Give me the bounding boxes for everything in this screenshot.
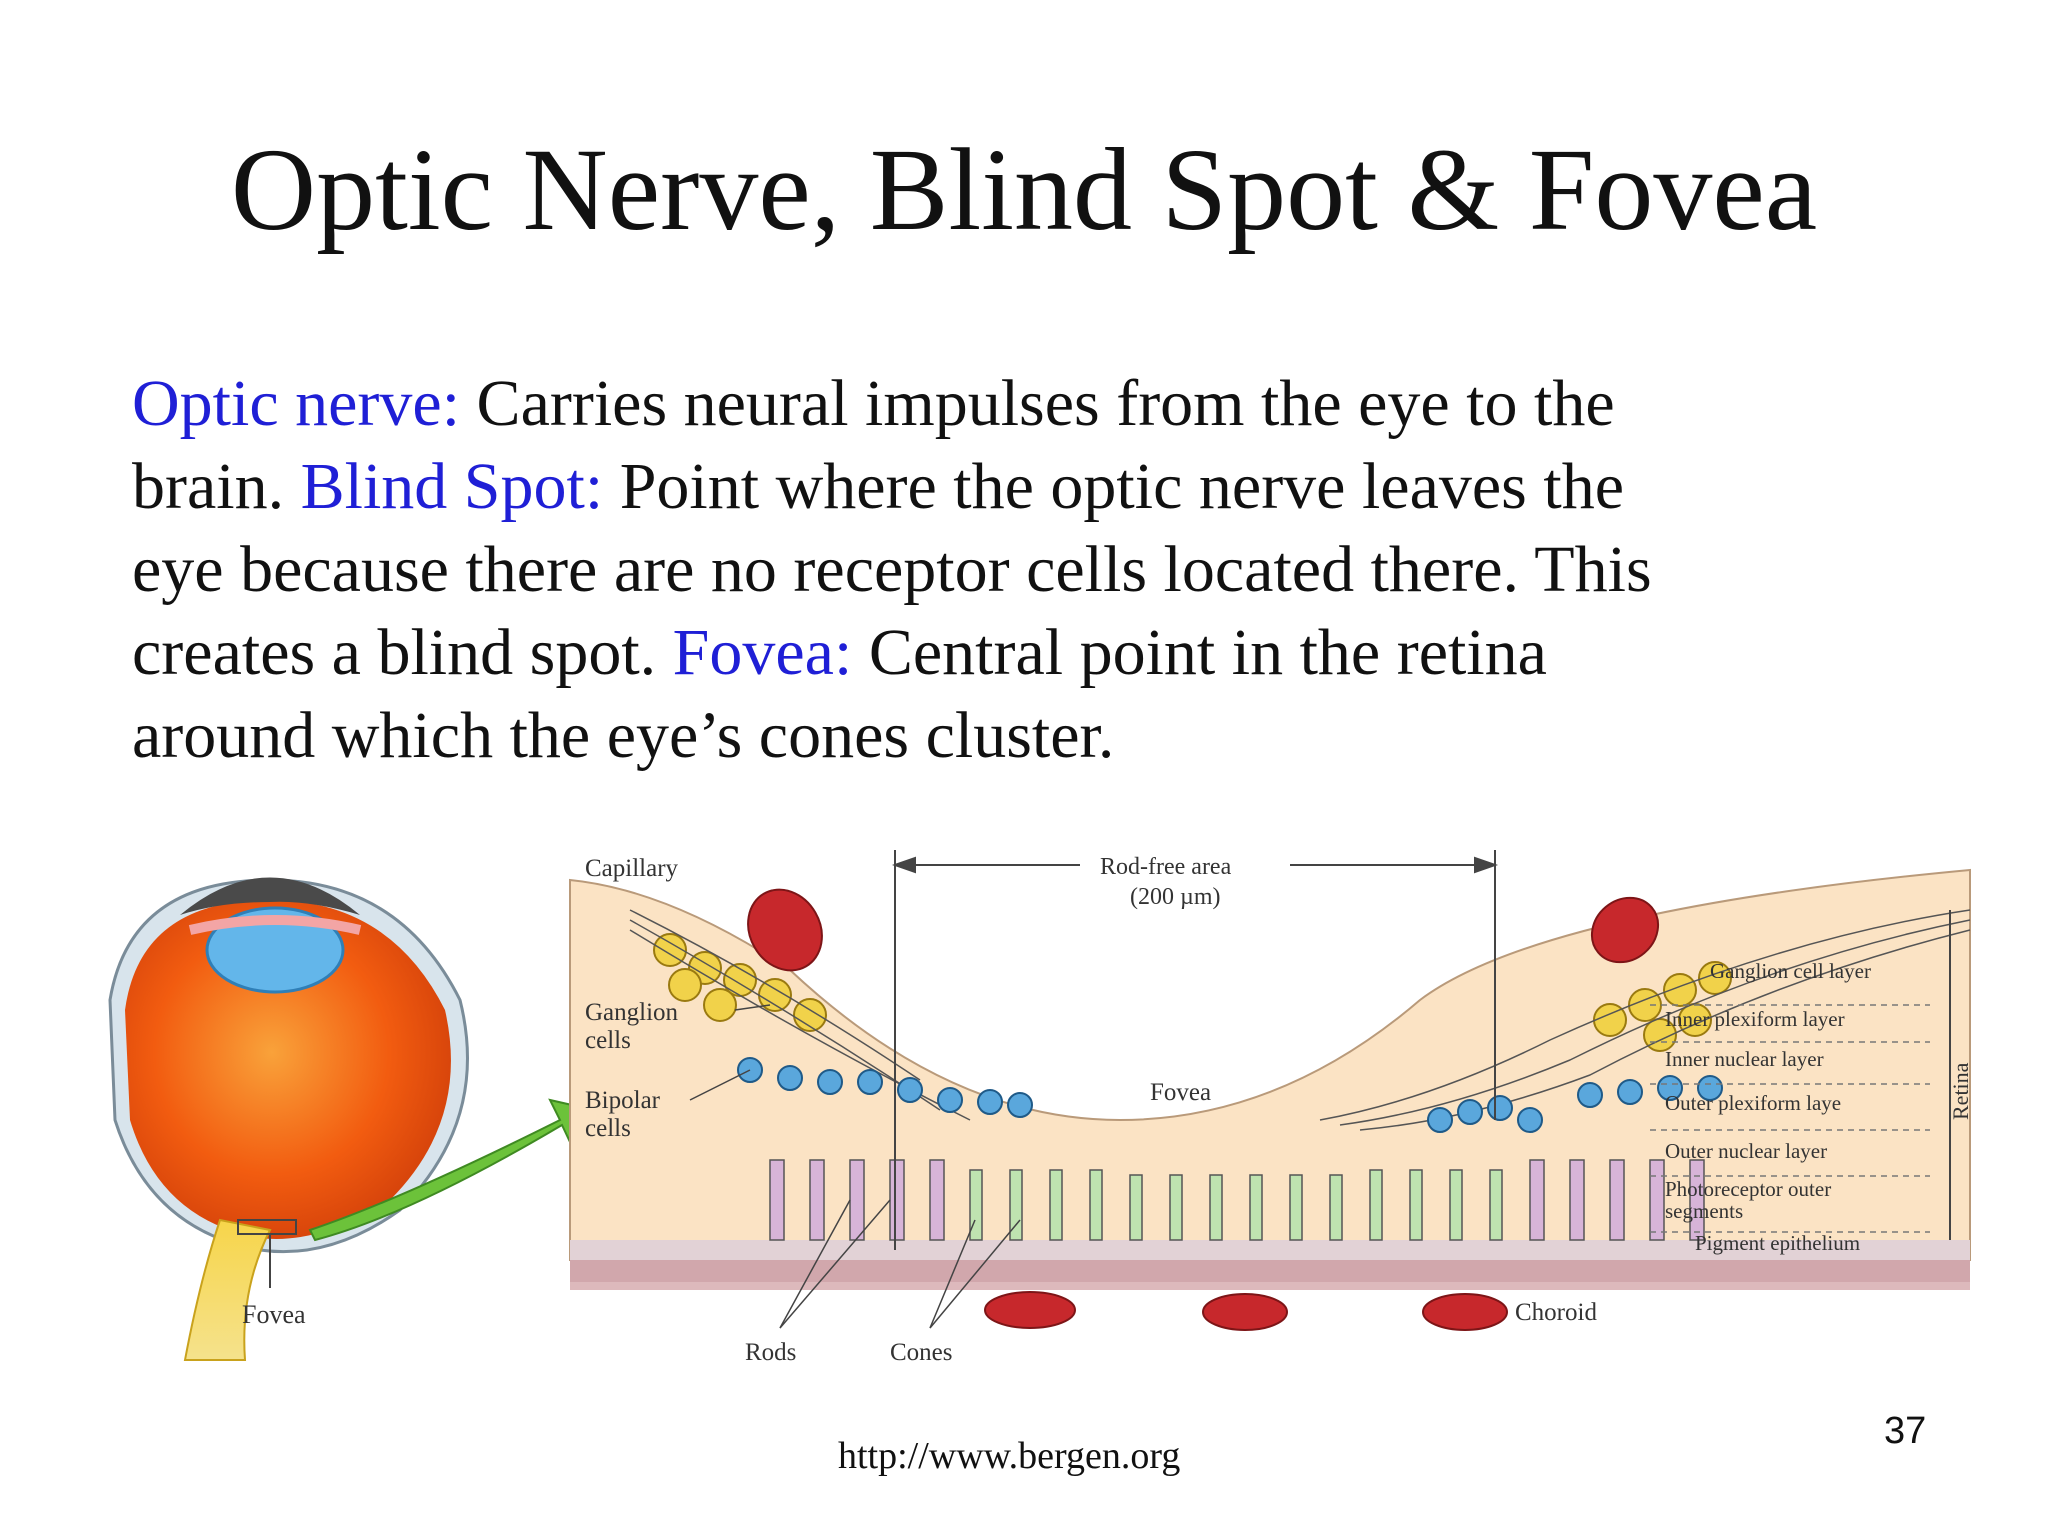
cone: [1489, 1169, 1503, 1241]
rod: [1609, 1159, 1625, 1241]
rod: [1569, 1159, 1585, 1241]
layer-label-5: Outer nuclear layer: [1665, 1139, 1827, 1163]
retina-diagram: Fovea: [70, 820, 1980, 1380]
layer-label-2: Inner plexiform layer: [1665, 1007, 1845, 1031]
cone: [1209, 1174, 1223, 1241]
term-optic-nerve: Optic nerve:: [132, 367, 461, 440]
cone: [1089, 1169, 1103, 1241]
ganglion-cells: [653, 933, 1732, 1052]
cone: [969, 1169, 983, 1241]
term-blind-spot: Blind Spot:: [300, 450, 604, 523]
capillary-5: [1422, 1293, 1508, 1331]
capillary-label: Capillary: [585, 855, 679, 882]
eye-cross-section: Fovea: [108, 877, 469, 1361]
cone: [1329, 1174, 1343, 1241]
layer-label-1: Ganglion cell layer: [1710, 959, 1871, 983]
rod: [809, 1159, 825, 1241]
layer-label-3: Inner nuclear layer: [1665, 1047, 1824, 1071]
ganglion-cell: [1628, 988, 1662, 1022]
body-line-4: creates a blind spot. Fovea: Central poi…: [132, 611, 1952, 694]
rod: [769, 1159, 785, 1241]
body-line-4-text: Central point in the retina: [852, 616, 1547, 689]
cone: [1289, 1174, 1303, 1241]
bipolar-label-1: Bipolar: [585, 1087, 661, 1114]
slide-title: Optic Nerve, Blind Spot & Fovea: [230, 124, 1818, 255]
layer-label-8: Pigment epithelium: [1695, 1231, 1860, 1255]
rod: [1649, 1159, 1665, 1241]
ganglion-label-2: cells: [585, 1027, 631, 1054]
cone: [1249, 1174, 1263, 1241]
ganglion-cell: [793, 998, 827, 1032]
ganglion-label-1: Ganglion: [585, 999, 679, 1026]
fovea-marker: [237, 1219, 297, 1235]
cone: [1449, 1169, 1463, 1241]
rod: [889, 1159, 905, 1241]
layer-dividers: [1650, 1004, 1930, 1233]
source-url: http://www.bergen.org: [838, 1435, 1181, 1477]
cornea-shape: [180, 877, 360, 915]
retina-diagram-svg: Fovea: [108, 850, 1973, 1380]
fovea-label: Fovea: [1150, 1079, 1211, 1106]
rods-cones-pointers: [779, 1199, 1021, 1329]
body-line-2-lead: brain.: [132, 450, 301, 523]
photoreceptors: [769, 1159, 1705, 1241]
body-line-1: Optic nerve: Carries neural impulses fro…: [132, 362, 1952, 445]
body-line-5: around which the eye’s cones cluster.: [132, 699, 1115, 772]
term-fovea: Fovea:: [672, 616, 853, 689]
capillary-3: [984, 1291, 1076, 1329]
capillary-2: [1590, 896, 1660, 964]
optic-nerve-shape: [183, 1218, 272, 1361]
body-line-2-text: Point where the optic nerve leaves the: [603, 450, 1624, 523]
capillary-1: [747, 888, 823, 972]
choroid-label: Choroid: [1515, 1299, 1597, 1326]
cone: [1009, 1169, 1023, 1241]
cones-label: Cones: [890, 1339, 953, 1366]
cone: [1369, 1169, 1383, 1241]
layer-label-6: Photoreceptor outer: [1665, 1177, 1831, 1201]
retina-label: Retina: [1948, 1062, 1973, 1120]
capillaries: [747, 888, 1660, 1331]
rod: [1529, 1159, 1545, 1241]
cone: [1049, 1169, 1063, 1241]
bipolar-pointer: [689, 1069, 751, 1101]
nerve-fibres: [629, 909, 1971, 1131]
choroid-band: [570, 1260, 1970, 1290]
rod-free-dimension: [891, 850, 1499, 1250]
eye-fovea-label: Fovea: [242, 1300, 306, 1329]
rod: [1689, 1159, 1705, 1241]
bipolar-cells: [737, 1057, 1723, 1133]
body-line-4-lead: creates a blind spot.: [132, 616, 673, 689]
body-paragraph: Optic nerve: Carries neural impulses fro…: [132, 362, 1952, 777]
ganglion-cell: [653, 933, 687, 967]
cone: [1129, 1174, 1143, 1241]
rods-label: Rods: [745, 1339, 796, 1366]
slide-number: 37: [1884, 1410, 1927, 1452]
capillary-4: [1202, 1293, 1288, 1331]
ganglion-cell: [703, 988, 737, 1022]
lens-shape: [205, 906, 345, 994]
cone: [1169, 1174, 1183, 1241]
ganglion-cell: [668, 968, 702, 1002]
ganglion-cell: [1663, 973, 1697, 1007]
body-line-3: eye because there are no receptor cells …: [132, 533, 1652, 606]
body-line-1-text: Carries neural impulses from the eye to …: [460, 367, 1615, 440]
iris-shape: [188, 915, 362, 935]
bipolar-label-2: cells: [585, 1115, 631, 1142]
ganglion-cell: [1643, 1018, 1677, 1052]
cone: [1409, 1169, 1423, 1241]
layer-label-4: Outer plexiform laye: [1665, 1091, 1841, 1115]
rod: [849, 1159, 865, 1241]
rod-free-label-2: (200 µm): [1130, 884, 1220, 910]
rod: [929, 1159, 945, 1241]
ganglion-cell: [1698, 961, 1732, 995]
layer-label-7: segments: [1665, 1199, 1743, 1223]
ganglion-pointer: [734, 1004, 771, 1011]
body-line-2: brain. Blind Spot: Point where the optic…: [132, 445, 1952, 528]
rod-free-label-1: Rod-free area: [1100, 854, 1232, 880]
eyeball-shape: [125, 900, 451, 1239]
